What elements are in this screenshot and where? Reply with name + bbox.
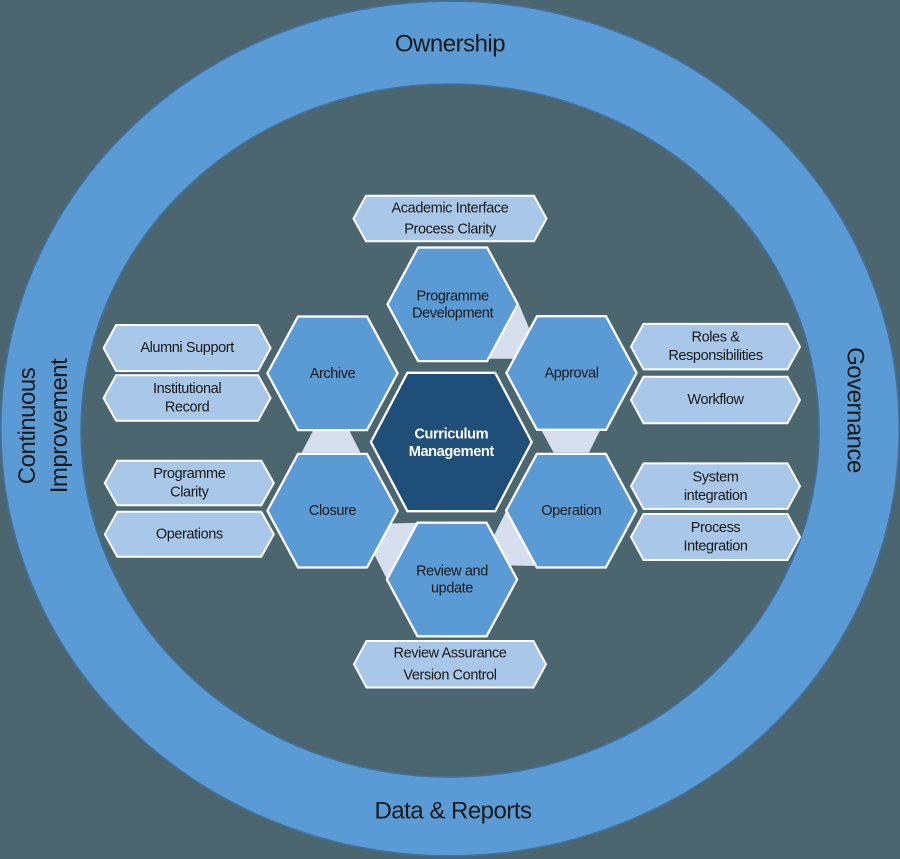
svg-text:Programme: Programme (153, 466, 225, 482)
svg-text:Workflow: Workflow (687, 392, 744, 408)
svg-text:integration: integration (684, 488, 748, 504)
svg-text:Operation: Operation (541, 503, 601, 519)
svg-text:Process: Process (691, 520, 741, 536)
svg-text:Data & Reports: Data & Reports (374, 798, 532, 825)
svg-text:Process Clarity: Process Clarity (404, 222, 497, 238)
svg-text:Continuous: Continuous (14, 367, 41, 484)
svg-text:Responsibilities: Responsibilities (668, 348, 762, 364)
svg-text:Curriculum: Curriculum (414, 427, 488, 443)
svg-text:Operations: Operations (156, 526, 223, 542)
svg-text:Roles &: Roles & (692, 330, 741, 346)
svg-text:Approval: Approval (544, 366, 598, 382)
svg-text:Improvement: Improvement (46, 358, 73, 493)
svg-text:Integration: Integration (683, 539, 747, 555)
svg-text:Closure: Closure (309, 503, 356, 519)
svg-text:update: update (431, 581, 473, 597)
svg-text:Institutional: Institutional (153, 381, 221, 397)
svg-text:System: System (693, 470, 739, 486)
svg-text:Programme: Programme (417, 289, 489, 305)
svg-text:Review Assurance: Review Assurance (394, 646, 507, 662)
svg-text:Development: Development (412, 306, 493, 322)
svg-text:Academic Interface: Academic Interface (392, 201, 509, 217)
svg-text:Archive: Archive (310, 366, 356, 382)
svg-text:Management: Management (409, 444, 495, 460)
svg-text:Alumni Support: Alumni Support (140, 340, 234, 356)
svg-text:Clarity: Clarity (170, 485, 209, 501)
svg-text:Governance: Governance (842, 347, 869, 473)
svg-text:Ownership: Ownership (395, 31, 505, 58)
svg-text:Version Control: Version Control (403, 668, 496, 684)
svg-text:Review and: Review and (416, 564, 488, 580)
svg-text:Record: Record (165, 400, 210, 416)
